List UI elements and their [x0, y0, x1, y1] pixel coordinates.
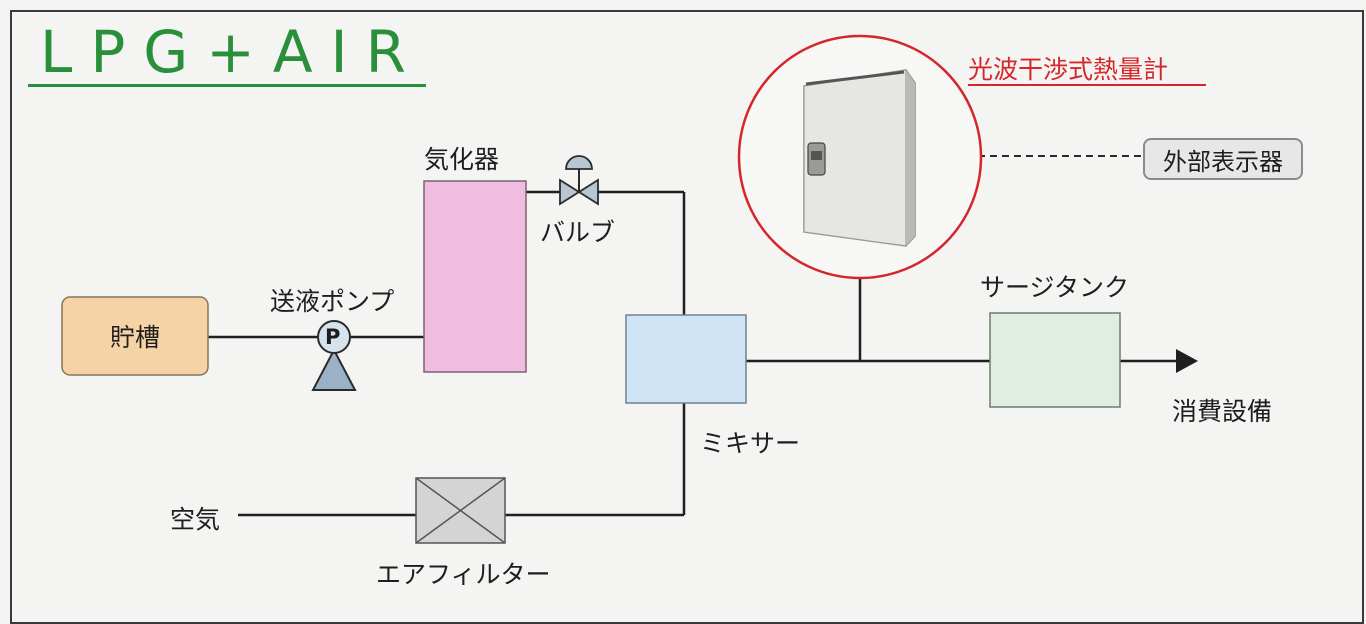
mixer-box: [625, 314, 747, 404]
valve-body-icon-right: [577, 178, 599, 206]
external-display-box: 外部表示器: [1143, 138, 1303, 180]
air-label: 空気: [170, 505, 221, 534]
pump-symbol-label: P: [325, 325, 341, 349]
consumer-label: 消費設備: [1172, 397, 1273, 426]
title-underline: [28, 84, 426, 87]
process-flow-diagram: [61, 34, 1198, 544]
calorimeter-enclosure-icon: [803, 69, 916, 247]
vaporizer-box: [423, 180, 527, 373]
pump-base-icon: [311, 347, 357, 391]
mixer-label: ミキサー: [700, 429, 801, 458]
storage-tank-label: 貯槽: [109, 323, 160, 352]
diagram-title: LPG+AIR: [40, 18, 424, 86]
calorimeter-label: 光波干渉式熱量計: [968, 55, 1169, 84]
outlet-arrow-icon: [1176, 349, 1198, 373]
air-filter-label: エアフィルター: [376, 560, 551, 589]
surge-tank-label: サージタンク: [980, 273, 1130, 302]
valve-label: バルブ: [540, 218, 616, 247]
valve-body-icon: [559, 178, 581, 206]
vaporizer-label: 気化器: [424, 145, 500, 174]
valve-actuator-icon: [565, 155, 593, 170]
storage-tank-box: [61, 296, 209, 376]
surge-tank-box: [989, 312, 1121, 408]
calorimeter-label-underline: [968, 84, 1206, 86]
pump-icon: [317, 320, 351, 354]
pump-label: 送液ポンプ: [270, 287, 395, 316]
